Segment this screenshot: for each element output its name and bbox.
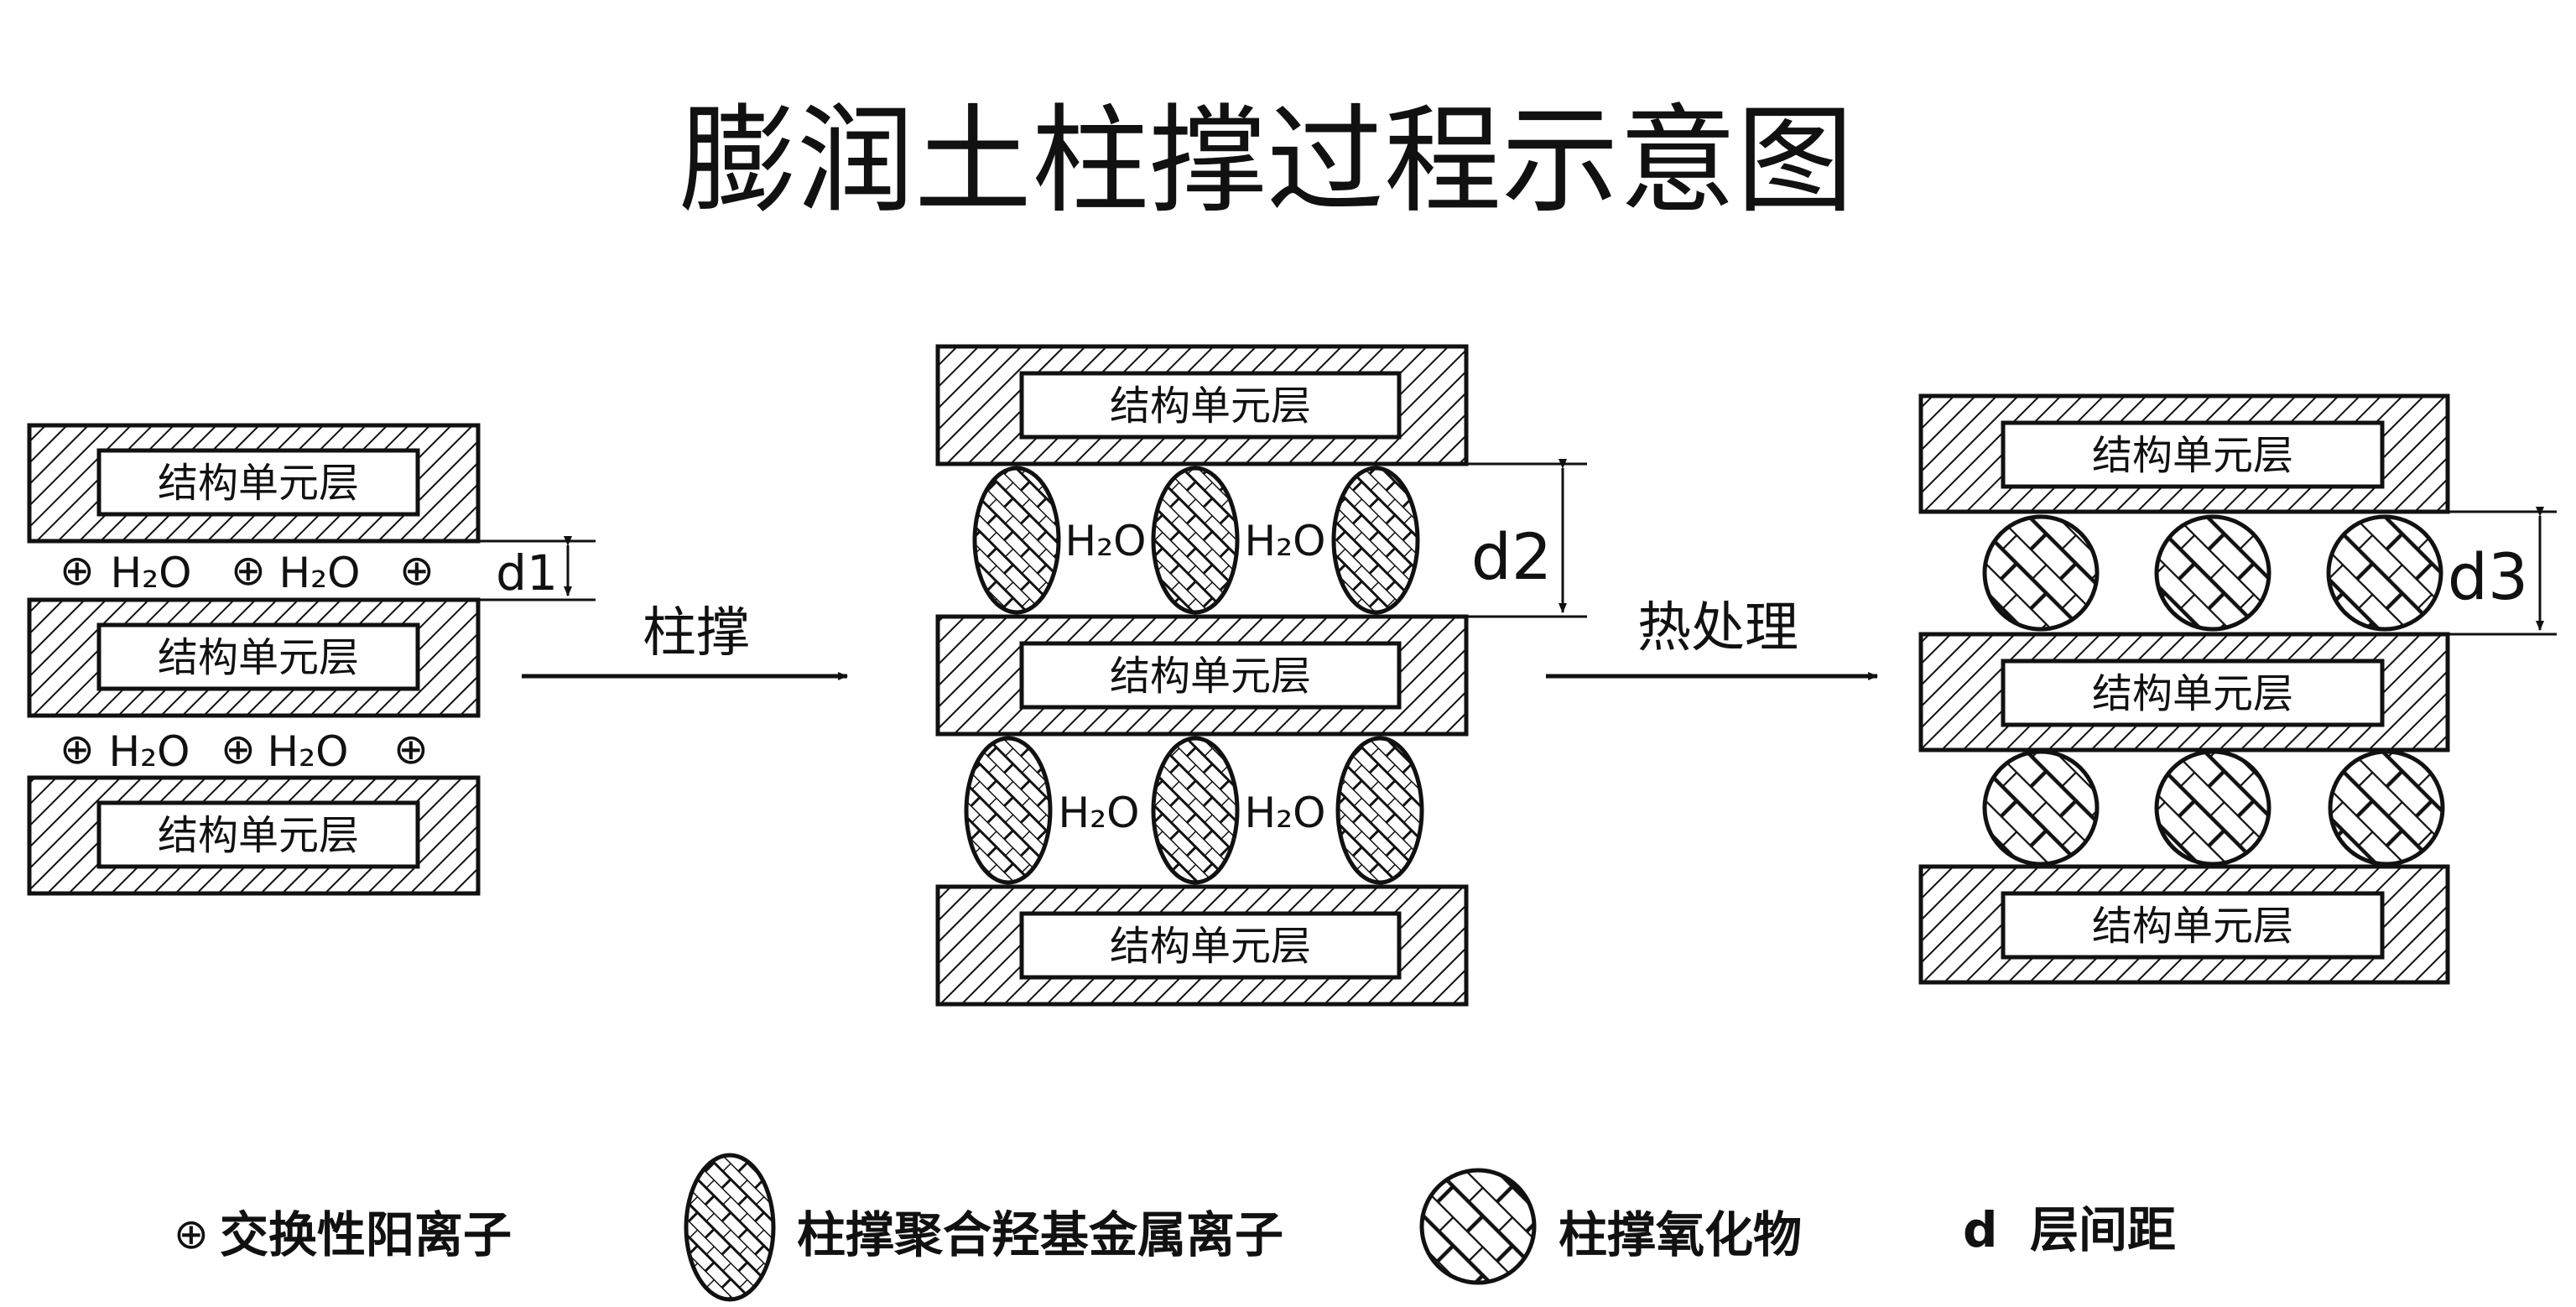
- unit-layer-label: 结构单元层: [2092, 903, 2293, 950]
- pillar-oxide-row: [1982, 514, 2443, 632]
- legend-d-symbol: d: [1963, 1201, 1998, 1258]
- structural-unit-layer: 结构单元层: [935, 344, 1469, 466]
- exchange-cation-icon: ⊕: [221, 725, 256, 773]
- water-label: H₂O: [279, 549, 361, 597]
- pillar-ion-icon: [972, 466, 1061, 615]
- pillar-ion-row: H₂O H₂O: [972, 466, 1420, 615]
- diagram-title: 膨润土柱撑过程示意图: [679, 93, 1854, 230]
- d1-dimension: d1: [478, 536, 596, 601]
- interlayer-row: ⊕ H₂O ⊕ H₂O ⊕: [60, 546, 435, 597]
- pillaring-step: 柱撑: [522, 602, 848, 680]
- exchange-cation-icon: ⊕: [60, 546, 95, 595]
- legend-label-pillar-oxide: 柱撑氧化物: [1559, 1206, 1802, 1263]
- interlayer-row: ⊕ H₂O ⊕ H₂O ⊕: [60, 725, 429, 776]
- structural-unit-layer: 结构单元层: [935, 884, 1469, 1007]
- legend-item-pillar-oxide: 柱撑氧化物: [1419, 1168, 1802, 1285]
- water-label: H₂O: [111, 549, 192, 597]
- exchange-cation-icon: ⊕: [393, 725, 429, 773]
- structural-unit-layer: 结构单元层: [27, 423, 481, 544]
- pillar-ion-row: H₂O H₂O: [964, 736, 1424, 885]
- unit-layer-label: 结构单元层: [158, 460, 359, 507]
- d1-label: d1: [496, 544, 558, 601]
- d2-label: d2: [1471, 519, 1553, 594]
- right-stack: 结构单元层 结构单元层 结构单元层 d3: [1918, 393, 2557, 985]
- pillar-oxide-row: [1982, 749, 2445, 867]
- pillar-ion-icon: [964, 736, 1053, 885]
- water-label: H₂O: [1059, 789, 1140, 837]
- pillar-oxide-icon: [2326, 514, 2443, 632]
- unit-layer-label: 结构单元层: [2092, 432, 2293, 479]
- water-label: H₂O: [268, 727, 349, 776]
- exchange-cation-icon: ⊕: [60, 725, 95, 773]
- heat-treatment-step: 热处理: [1546, 597, 1878, 680]
- pillar-oxide-icon: [2328, 749, 2445, 867]
- legend-item-pillar-ion: 柱撑聚合羟基金属离子: [684, 1153, 1283, 1302]
- water-label: H₂O: [1065, 517, 1147, 565]
- exchange-cation-icon: ⊕: [399, 546, 435, 595]
- pillar-oxide-icon: [2154, 749, 2272, 867]
- legend-label-interlayer-distance: 层间距: [2030, 1201, 2176, 1258]
- structural-unit-layer: 结构单元层: [27, 597, 481, 718]
- structural-unit-layer: 结构单元层: [1918, 393, 2450, 514]
- pillaring-label: 柱撑: [643, 602, 750, 664]
- unit-layer-label: 结构单元层: [1110, 653, 1311, 700]
- unit-layer-label: 结构单元层: [2092, 670, 2293, 717]
- pillar-ion-icon: [1335, 736, 1424, 885]
- structural-unit-layer: 结构单元层: [1918, 864, 2450, 985]
- pillar-oxide-icon: [1419, 1168, 1537, 1285]
- unit-layer-label: 结构单元层: [1110, 923, 1311, 970]
- left-stack: 结构单元层 结构单元层 结构单元层 ⊕ H₂O ⊕ H₂O ⊕ ⊕ H₂O ⊕ …: [27, 423, 596, 896]
- pillar-ion-icon: [1151, 466, 1240, 615]
- d3-label: d3: [2448, 539, 2529, 614]
- d2-dimension: d2: [1466, 459, 1587, 618]
- unit-layer-label: 结构单元层: [1110, 383, 1311, 430]
- d3-dimension: d3: [2448, 507, 2557, 636]
- middle-stack: 结构单元层 结构单元层 结构单元层 H₂O H₂O H₂O H₂O: [935, 344, 1587, 1007]
- legend: ⊕ 交换性阳离子 柱撑聚合羟基金属离子 柱撑氧化物 d 层间距: [174, 1153, 2176, 1302]
- unit-layer-label: 结构单元层: [158, 634, 359, 681]
- water-label: H₂O: [1245, 789, 1326, 837]
- structural-unit-layer: 结构单元层: [27, 775, 481, 896]
- pillar-ion-icon: [1331, 466, 1420, 615]
- legend-label-pillar-ion: 柱撑聚合羟基金属离子: [797, 1206, 1283, 1263]
- pillar-oxide-icon: [1982, 749, 2100, 867]
- exchange-cation-icon: ⊕: [174, 1210, 209, 1258]
- unit-layer-label: 结构单元层: [158, 812, 359, 859]
- pillar-ion-icon: [684, 1153, 776, 1302]
- legend-label-exchange-cation: 交换性阳离子: [220, 1206, 512, 1263]
- structural-unit-layer: 结构单元层: [935, 614, 1469, 737]
- water-label: H₂O: [109, 727, 190, 776]
- legend-item-exchange-cation: ⊕ 交换性阳离子: [174, 1206, 512, 1263]
- pillar-oxide-icon: [2154, 514, 2272, 632]
- pillar-ion-icon: [1151, 736, 1240, 885]
- water-label: H₂O: [1245, 517, 1326, 565]
- pillar-oxide-icon: [1982, 514, 2100, 632]
- legend-item-interlayer-distance: d 层间距: [1963, 1201, 2176, 1258]
- structural-unit-layer: 结构单元层: [1918, 632, 2450, 752]
- exchange-cation-icon: ⊕: [231, 546, 266, 595]
- heat-treatment-label: 热处理: [1637, 597, 1798, 659]
